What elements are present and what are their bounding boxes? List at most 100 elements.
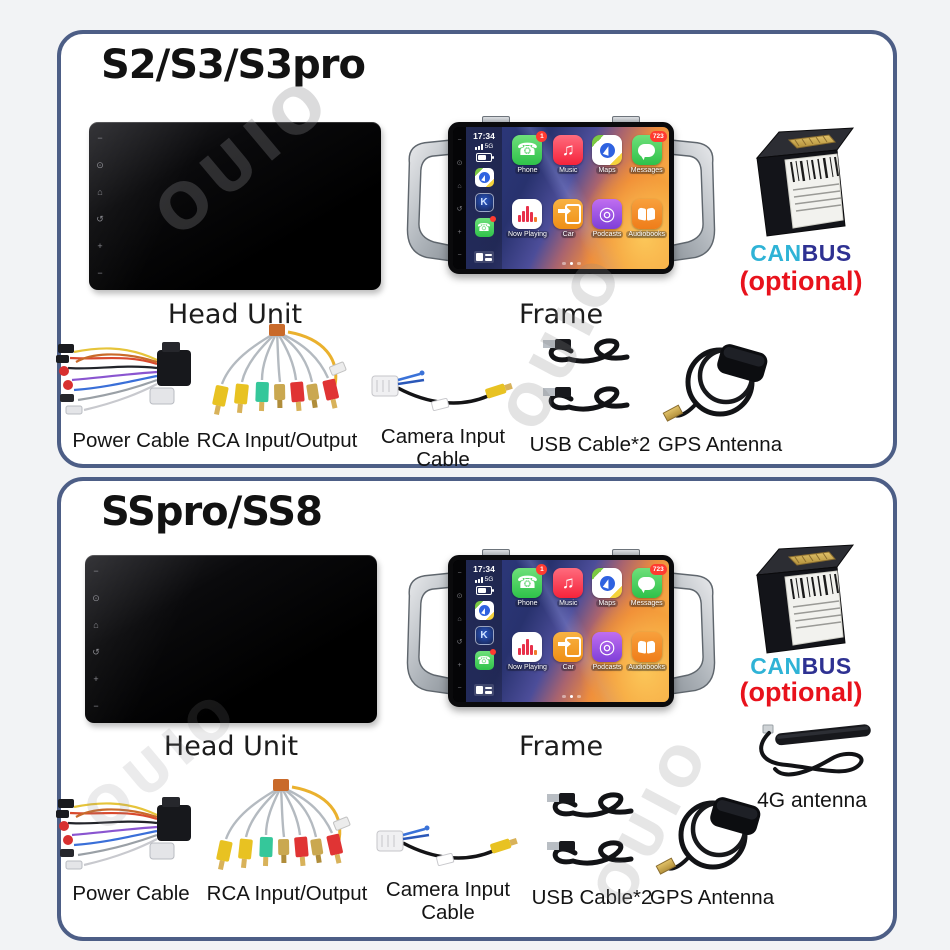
battery-icon: [476, 153, 494, 162]
back-icon: ↺: [456, 639, 463, 646]
volume-down-icon: −: [457, 252, 462, 259]
network-label: 5G: [484, 143, 494, 150]
clock: 17:34: [473, 131, 495, 141]
gps-antenna-image: [662, 344, 768, 422]
network-label: 5G: [484, 576, 494, 583]
maps-icon: [592, 135, 623, 165]
antenna-4g-label: 4G antenna: [757, 789, 867, 812]
gps-antenna-label: GPS Antenna: [657, 433, 783, 456]
kit-card-sspro-ss8: SSpro/SS8 − ⊙ ⌂ ↺ + − Head Unit − ⊙ ⌂ ↺ …: [56, 477, 897, 941]
battery-icon: [476, 586, 494, 595]
power-cable-image: [56, 342, 191, 415]
carplay-wallpaper: 17:34 5G K ☎ ☎1 Phone: [466, 560, 669, 702]
camera-cable-image: [371, 370, 513, 411]
page-dots: [562, 694, 581, 698]
app-maps: Maps: [592, 135, 623, 199]
page-dots: [562, 261, 581, 265]
frame-image: − ⊙ ⌂ ↺ + − 17:34 5G K ☎: [396, 549, 726, 717]
rca-label: RCA Input/Output: [196, 429, 358, 452]
canbus-label: CANBUS: [750, 653, 852, 679]
carplay-wallpaper: 17:34 5G K ☎ ☎1 Phone: [466, 127, 669, 269]
camera-cable-label: Camera Input Cable: [380, 425, 506, 471]
carplay-screen: − ⊙ ⌂ ↺ + − 17:34 5G K ☎: [448, 555, 674, 707]
phone-badge: 1: [536, 564, 548, 575]
app-now-playing: Now Playing: [506, 632, 549, 696]
volume-down-icon: −: [93, 701, 99, 711]
head-unit-label: Head Unit: [163, 731, 299, 762]
usb-cable-label: USB Cable*2: [529, 433, 651, 456]
k-app-mini-icon: K: [474, 626, 494, 645]
volume-up-icon: +: [93, 674, 99, 684]
volume-down-icon: −: [97, 268, 103, 278]
power-cable-label: Power Cable: [72, 882, 190, 905]
rca-cable-image: [212, 324, 347, 415]
screen-bezel-icons: − ⊙ ⌂ ↺ + −: [453, 127, 466, 269]
power-icon: ⊙: [96, 160, 104, 170]
now-playing-icon: [512, 199, 543, 229]
app-audiobooks: Audiobooks: [626, 199, 667, 263]
frame-label: Frame: [518, 731, 604, 762]
canbus-label: CANBUS: [750, 240, 852, 266]
phone-badge: 1: [536, 131, 548, 142]
dashboard-icon: [474, 684, 494, 696]
home-icon: ⌂: [457, 183, 462, 190]
phone-mini-icon: ☎: [474, 649, 496, 670]
menu-icon: −: [93, 566, 99, 576]
carplay-screen: − ⊙ ⌂ ↺ + − 17:34 5G K ☎: [448, 122, 674, 274]
carplay-sidebar: 17:34 5G K ☎: [466, 560, 502, 702]
app-maps: Maps: [592, 568, 623, 632]
carplay-app-grid: ☎1 Phone ♫ Music Maps 723 Messages: [502, 560, 669, 702]
messages-icon: 723: [631, 564, 667, 598]
usb-cable-image: [547, 792, 634, 866]
car-icon: [553, 632, 584, 662]
podcasts-icon: ◎: [592, 199, 623, 229]
app-car: Car: [553, 199, 584, 263]
signal-icon: [474, 577, 483, 583]
volume-up-icon: +: [457, 229, 462, 236]
usb-cable-image: [543, 338, 630, 412]
clock: 17:34: [473, 564, 495, 574]
k-app-mini-icon: K: [474, 193, 494, 212]
now-playing-icon: [512, 632, 543, 662]
rca-cable-image: [216, 779, 351, 870]
maps-mini-icon: [474, 601, 494, 620]
kit-card-s2-s3-s3pro: S2/S3/S3pro − ⊙ ⌂ ↺ + − Head Unit − ⊙ ⌂ …: [56, 30, 897, 471]
app-now-playing: Now Playing: [506, 199, 549, 263]
app-podcasts: ◎ Podcasts: [590, 199, 624, 263]
section-title: SSpro/SS8: [101, 489, 323, 535]
carplay-sidebar: 17:34 5G K ☎: [466, 127, 502, 269]
head-unit-bezel-icons: − ⊙ ⌂ ↺ + −: [90, 567, 102, 711]
canbus-optional-label: (optional): [739, 266, 863, 296]
messages-badge: 723: [649, 131, 667, 142]
head-unit-image: − ⊙ ⌂ ↺ + −: [89, 122, 381, 290]
canbus-box-image: [755, 127, 855, 237]
back-icon: ↺: [456, 206, 463, 213]
signal-icon: [474, 144, 483, 150]
dashboard-icon: [474, 251, 494, 263]
power-cable-image: [56, 797, 191, 870]
audiobooks-icon: [631, 632, 662, 662]
app-phone: ☎1 Phone: [512, 131, 548, 199]
canbus-optional-label: (optional): [739, 677, 863, 707]
gps-antenna-label: GPS Antenna: [649, 886, 775, 909]
car-icon: [553, 199, 584, 229]
frame-label: Frame: [518, 299, 604, 330]
app-messages: 723 Messages: [628, 131, 667, 199]
rca-label: RCA Input/Output: [206, 882, 368, 905]
power-icon: ⊙: [456, 593, 463, 600]
screen-bezel-icons: − ⊙ ⌂ ↺ + −: [453, 560, 466, 702]
carplay-app-grid: ☎1 Phone ♫ Music Maps 723 Messages: [502, 127, 669, 269]
maps-mini-icon: [474, 168, 494, 187]
menu-icon: −: [457, 137, 462, 144]
section-title: S2/S3/S3pro: [101, 42, 366, 88]
phone-icon: ☎1: [512, 131, 548, 165]
menu-icon: −: [457, 570, 462, 577]
head-unit-bezel-icons: − ⊙ ⌂ ↺ + −: [94, 134, 106, 278]
audiobooks-icon: [631, 199, 662, 229]
app-music: ♫ Music: [553, 135, 584, 199]
home-icon: ⌂: [457, 616, 462, 623]
antenna-4g-image: [759, 724, 871, 777]
power-icon: ⊙: [92, 593, 100, 603]
back-icon: ↺: [92, 647, 100, 657]
app-audiobooks: Audiobooks: [626, 632, 667, 696]
